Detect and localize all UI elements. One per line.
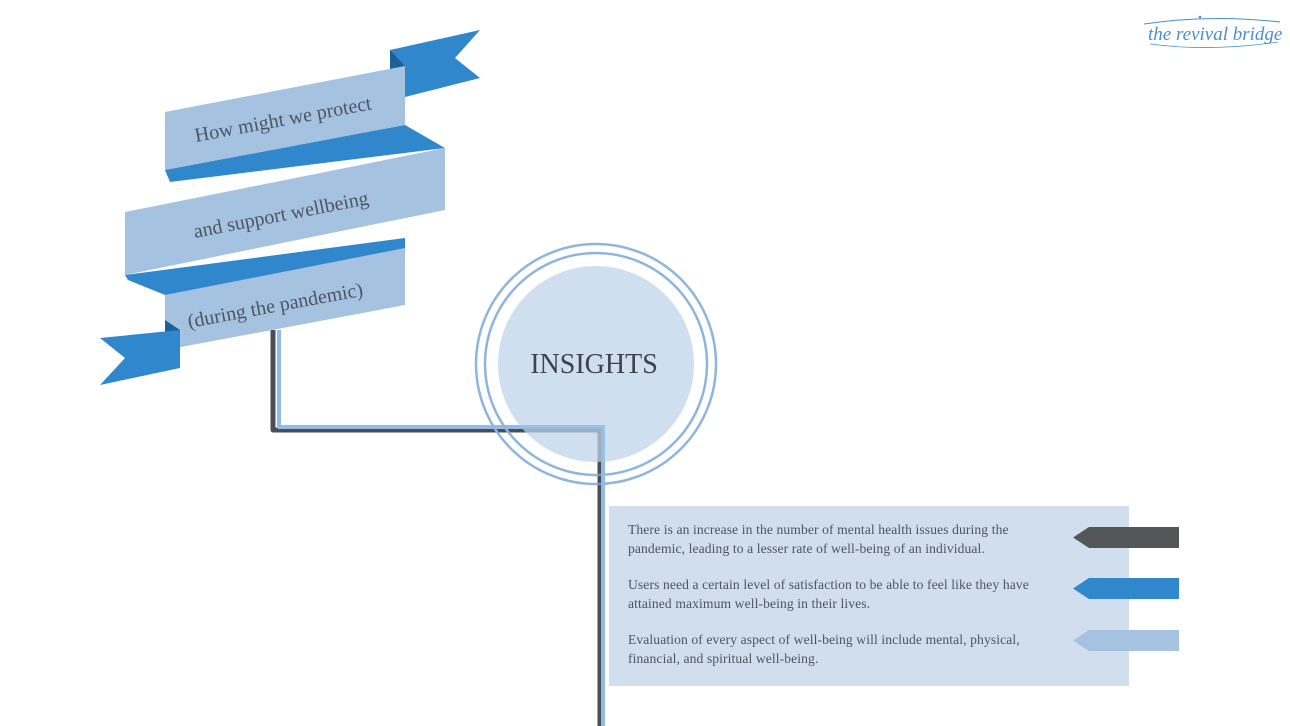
ribbon-fold-2: [125, 238, 405, 295]
insight-item: Evaluation of every aspect of well-being…: [628, 632, 1020, 666]
brand-name: the revival bridge: [1148, 24, 1282, 45]
ribbon-panel-3: [165, 248, 405, 350]
arrow-marker-light: [1073, 630, 1179, 651]
arrow-left-icon: [1073, 630, 1179, 651]
ribbon-tail-top: [390, 30, 480, 97]
insights-panel: There is an increase in the number of me…: [609, 506, 1129, 686]
ribbon-banner: How might we protect and support wellbei…: [100, 30, 480, 385]
insights-title: INSIGHTS: [530, 349, 658, 380]
insight-item: Users need a certain level of satisfacti…: [628, 577, 1029, 611]
insights-circle: INSIGHTS: [474, 242, 718, 486]
arrow-left-icon: [1073, 527, 1179, 548]
ribbon-panel-2: [125, 148, 445, 275]
ribbon-tail-bottom: [100, 330, 180, 385]
ribbon-fold-1: [165, 125, 445, 182]
arrow-marker-dark: [1073, 527, 1179, 548]
ribbon-panel-1: [165, 66, 405, 170]
insight-item: There is an increase in the number of me…: [628, 522, 1009, 556]
brand-logo: the revival bridge: [1143, 15, 1282, 48]
connector-overlay: [520, 425, 605, 726]
arrow-left-icon: [1073, 578, 1179, 599]
arrow-marker-blue: [1073, 578, 1179, 599]
